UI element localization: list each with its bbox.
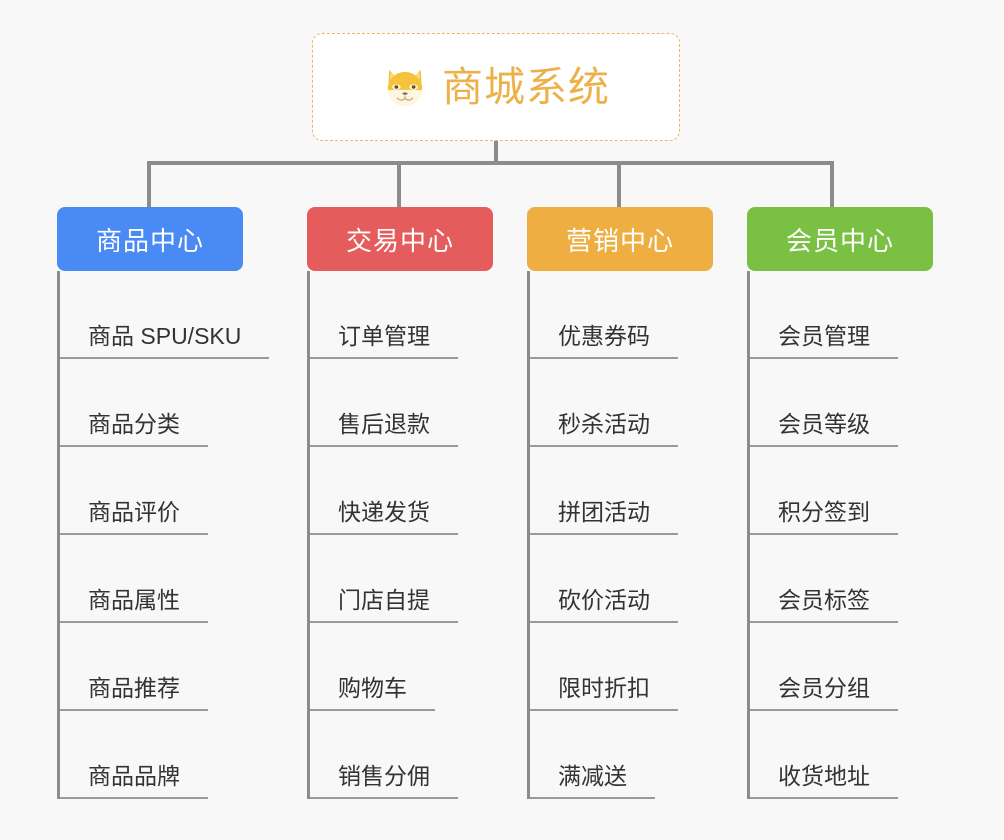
list-item[interactable]: 门店自提 [310,535,527,623]
leaf-label: 优惠券码 [530,323,678,359]
list-item[interactable]: 会员等级 [750,359,967,447]
leaf-label: 积分签到 [750,499,898,535]
branch-trade-center: 交易中心 订单管理 售后退款 快递发货 门店自提 购物车 销售分佣 [307,207,527,799]
list-item[interactable]: 商品品牌 [60,711,307,799]
connector-drop-marketing-center [617,161,621,207]
leaf-label: 拼团活动 [530,499,678,535]
connector-root-stem [494,141,498,165]
category-header-member-center[interactable]: 会员中心 [747,207,933,271]
list-item[interactable]: 商品评价 [60,447,307,535]
leaf-list-member-center: 会员管理 会员等级 积分签到 会员标签 会员分组 收货地址 [747,271,967,799]
connector-drop-product-center [147,161,151,207]
list-item[interactable]: 会员分组 [750,623,967,711]
list-item[interactable]: 商品 SPU/SKU [60,271,307,359]
leaf-label: 售后退款 [310,411,458,447]
connector-drop-trade-center [397,161,401,207]
list-item[interactable]: 商品属性 [60,535,307,623]
leaf-label: 销售分佣 [310,763,458,799]
leaf-list-product-center: 商品 SPU/SKU 商品分类 商品评价 商品属性 商品推荐 商品品牌 [57,271,307,799]
leaf-label: 商品 SPU/SKU [60,323,270,359]
list-item[interactable]: 会员标签 [750,535,967,623]
leaf-label: 会员分组 [750,675,898,711]
leaf-label: 商品分类 [60,411,208,447]
root-title: 商城系统 [442,63,610,110]
leaf-label: 秒杀活动 [530,411,678,447]
list-item[interactable]: 订单管理 [310,271,527,359]
list-item[interactable]: 收货地址 [750,711,967,799]
leaf-label: 商品品牌 [60,763,208,799]
branch-marketing-center: 营销中心 优惠券码 秒杀活动 拼团活动 砍价活动 限时折扣 满减送 [527,207,747,799]
list-item[interactable]: 快递发货 [310,447,527,535]
list-item[interactable]: 满减送 [530,711,747,799]
list-item[interactable]: 商品推荐 [60,623,307,711]
leaf-label: 商品评价 [60,499,208,535]
list-item[interactable]: 会员管理 [750,271,967,359]
leaf-list-marketing-center: 优惠券码 秒杀活动 拼团活动 砍价活动 限时折扣 满减送 [527,271,747,799]
root-node[interactable]: 商城系统 [312,33,680,141]
leaf-label: 商品属性 [60,587,208,623]
list-item[interactable]: 砍价活动 [530,535,747,623]
list-item[interactable]: 优惠券码 [530,271,747,359]
leaf-label: 砍价活动 [530,587,678,623]
leaf-label: 会员管理 [750,323,898,359]
leaf-list-trade-center: 订单管理 售后退款 快递发货 门店自提 购物车 销售分佣 [307,271,527,799]
leaf-label: 限时折扣 [530,675,678,711]
leaf-label: 订单管理 [310,323,458,359]
leaf-label: 购物车 [310,675,435,711]
category-header-marketing-center[interactable]: 营销中心 [527,207,713,271]
list-item[interactable]: 商品分类 [60,359,307,447]
branch-member-center: 会员中心 会员管理 会员等级 积分签到 会员标签 会员分组 收货地址 [747,207,967,799]
branch-product-center: 商品中心 商品 SPU/SKU 商品分类 商品评价 商品属性 商品推荐 商品品牌 [57,207,307,799]
connector-drop-member-center [830,161,834,207]
list-item[interactable]: 购物车 [310,623,527,711]
list-item[interactable]: 积分签到 [750,447,967,535]
list-item[interactable]: 限时折扣 [530,623,747,711]
leaf-label: 快递发货 [310,499,458,535]
leaf-label: 商品推荐 [60,675,208,711]
leaf-label: 门店自提 [310,587,458,623]
list-item[interactable]: 销售分佣 [310,711,527,799]
connector-horizontal-bus [147,161,834,165]
leaf-label: 会员标签 [750,587,898,623]
leaf-label: 收货地址 [750,763,898,799]
list-item[interactable]: 秒杀活动 [530,359,747,447]
leaf-label: 满减送 [530,763,655,799]
category-header-trade-center[interactable]: 交易中心 [307,207,493,271]
list-item[interactable]: 拼团活动 [530,447,747,535]
list-item[interactable]: 售后退款 [310,359,527,447]
shiba-dog-face-icon [387,69,423,107]
category-header-product-center[interactable]: 商品中心 [57,207,243,271]
leaf-label: 会员等级 [750,411,898,447]
